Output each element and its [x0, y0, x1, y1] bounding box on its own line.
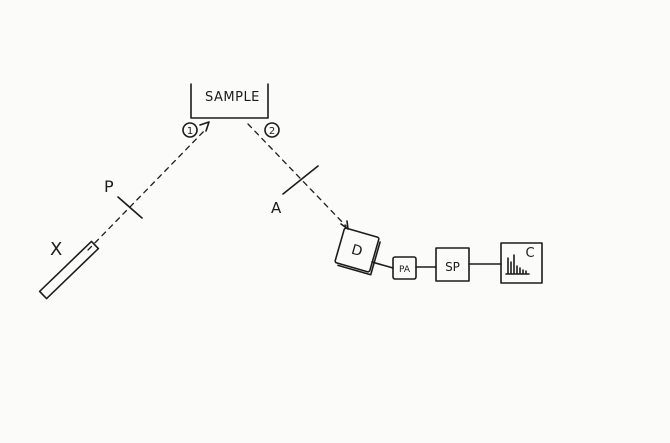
- port-2-marker: 2: [264, 122, 280, 138]
- detector-body: [334, 227, 380, 273]
- incident-beam: [87, 127, 208, 251]
- computer-box: [500, 242, 543, 284]
- source-body: [38, 240, 100, 300]
- analyzer-label: A: [271, 199, 282, 217]
- source-x: [38, 240, 100, 300]
- detector: D: [334, 227, 381, 276]
- sample-label: SAMPLE: [205, 90, 260, 105]
- port-1-label: 1: [187, 126, 193, 137]
- spectrum-icon: [505, 254, 530, 275]
- port-2-label: 2: [269, 126, 275, 137]
- sample-box: SAMPLE: [190, 83, 269, 119]
- incident-beam-arrowhead: [199, 121, 210, 132]
- computer-label: C: [525, 246, 534, 261]
- preamp-box: [392, 256, 417, 280]
- signal-processor-box: [435, 247, 470, 282]
- wire-d-pa: [371, 261, 394, 269]
- polarizer: [117, 196, 143, 219]
- scattered-beam: [247, 123, 347, 227]
- detector-label: D: [349, 242, 364, 260]
- signal-processor: SP: [435, 247, 470, 282]
- port-1-marker: 1: [182, 122, 198, 138]
- detector-shadow: [337, 241, 381, 276]
- computer: C: [500, 242, 543, 284]
- port-2-circle: [264, 122, 280, 138]
- polarizer-label: P: [104, 177, 114, 196]
- port-1-circle: [182, 122, 198, 138]
- sample-outline: [190, 83, 269, 119]
- signal-processor-label: SP: [445, 260, 460, 274]
- preamp-label: PA: [399, 265, 411, 275]
- analyzer: [282, 165, 319, 195]
- preamp: PA: [392, 256, 417, 280]
- source-label: X: [50, 239, 62, 260]
